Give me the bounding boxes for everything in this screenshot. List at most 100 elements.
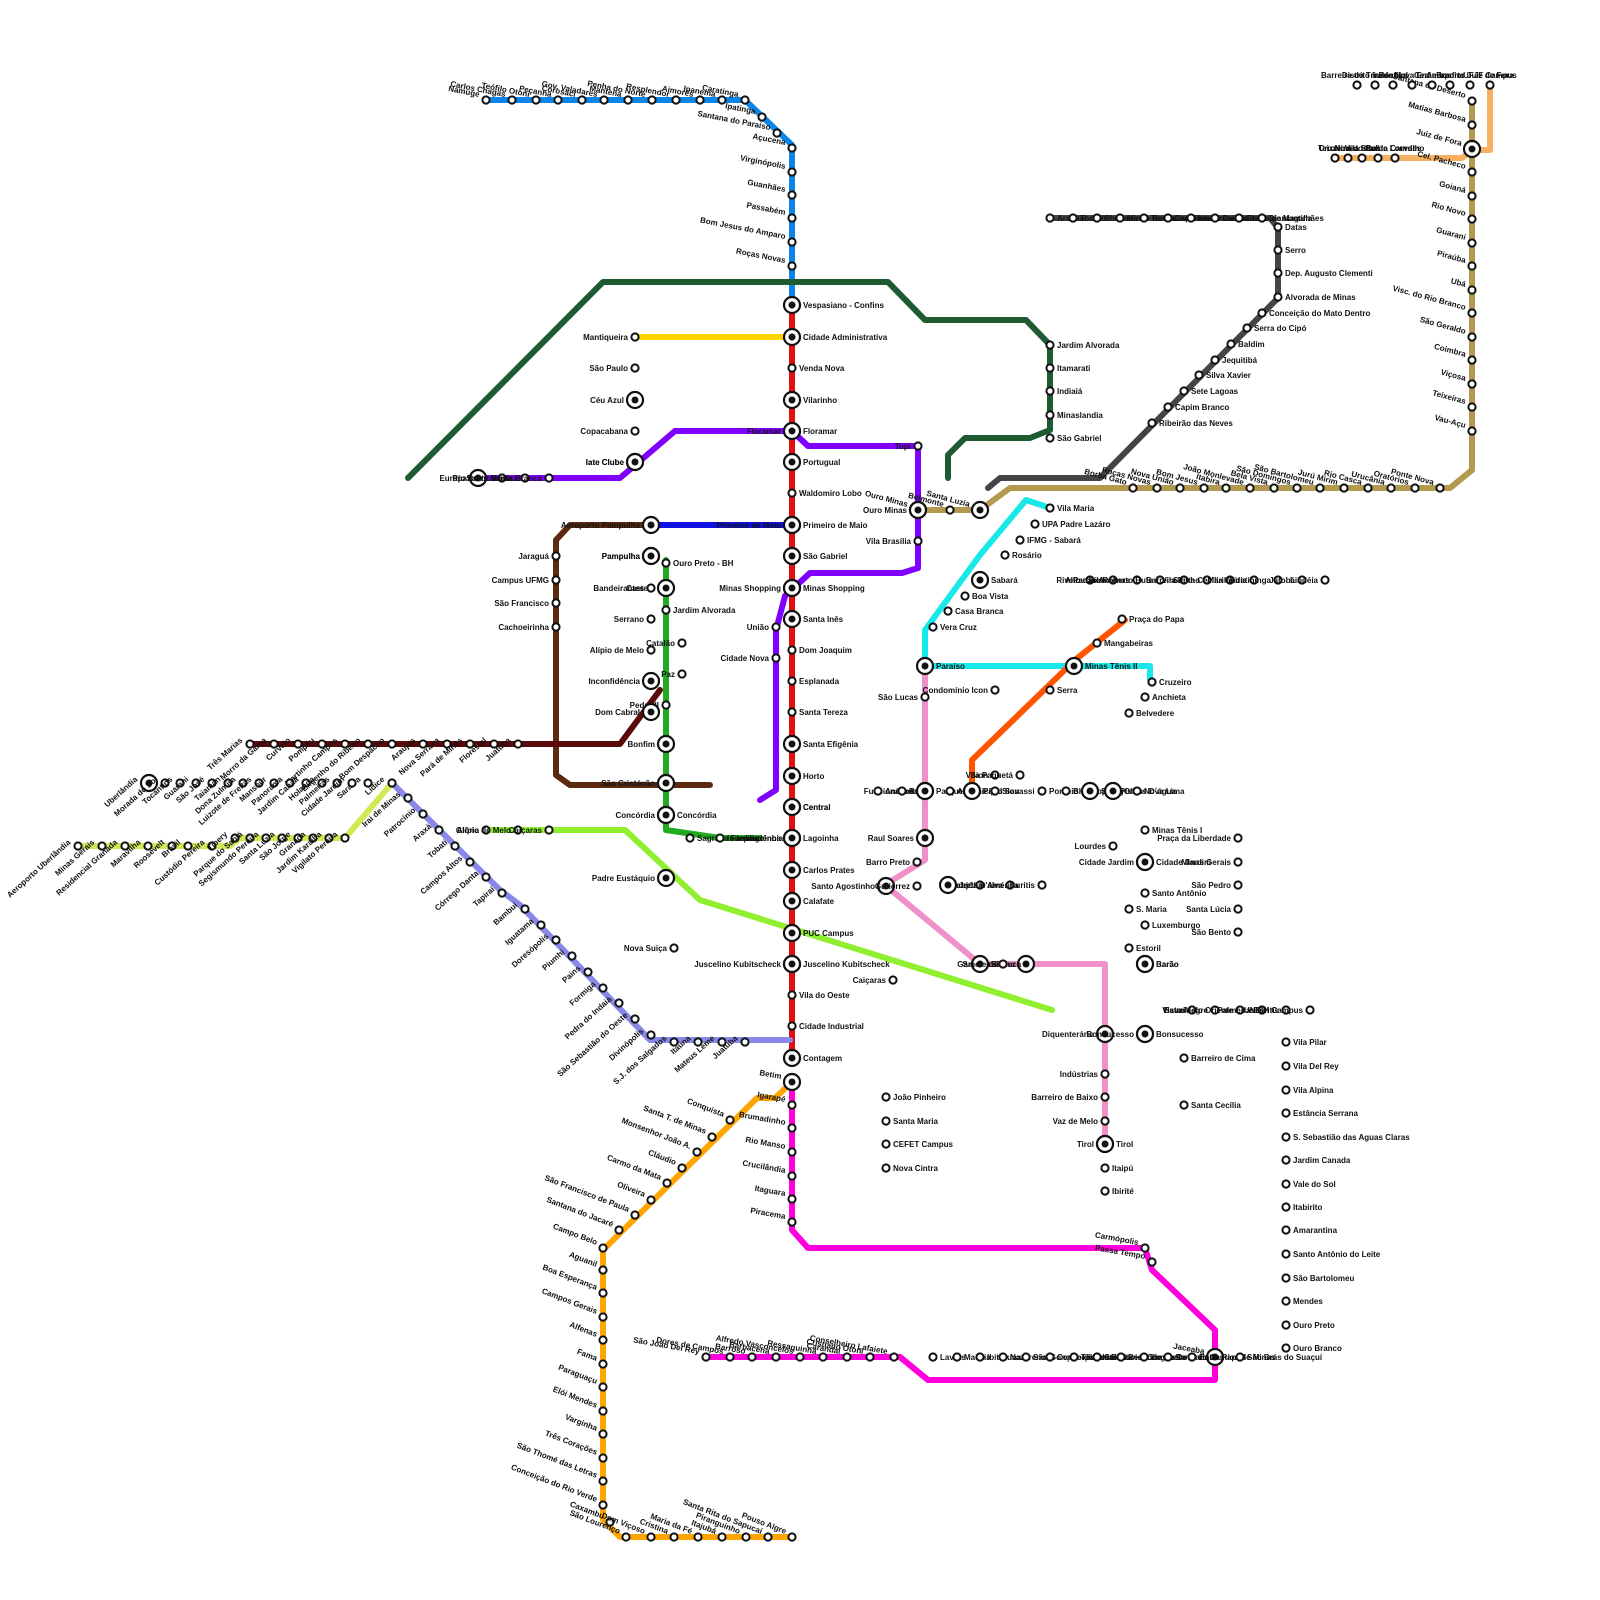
- station-esplanada[interactable]: Esplanada: [787, 676, 840, 686]
- station-c-u-azul[interactable]: Céu Azul: [590, 390, 645, 410]
- station-sabar-[interactable]: Sabará: [970, 570, 1018, 590]
- station-lagoa-dourada[interactable]: Lagoa Dourada: [1139, 1352, 1210, 1362]
- station-alto-das-antenas[interactable]: Alto das Antenas: [1065, 575, 1142, 585]
- station-santa-l-cia[interactable]: Santa Lúcia: [1186, 904, 1243, 914]
- station-s-o-francisco[interactable]: São Francisco: [494, 598, 561, 608]
- station-ro-as-novas[interactable]: Roças Novas: [735, 247, 797, 271]
- station-minas-shopping[interactable]: Minas Shopping: [719, 578, 802, 598]
- station-s-o-gabriel[interactable]: São Gabriel: [782, 546, 847, 566]
- station-itamarati[interactable]: Itamarati: [1045, 363, 1090, 373]
- station-cruzeiro-do-sul[interactable]: Cruzeiro do Sul: [1318, 144, 1378, 163]
- station-carlos-prates[interactable]: Carlos Prates: [782, 860, 855, 880]
- station-teixeiras[interactable]: Teixeiras: [1318, 144, 1353, 163]
- station-s-o-br-s-do-sua-u-[interactable]: São Brás do Suaçuí: [1235, 1352, 1323, 1362]
- station-jardim-am-rica[interactable]: Jardim América: [938, 875, 1019, 895]
- station-vila-bras-lia[interactable]: Vila Brasília: [866, 536, 923, 546]
- station-diquenter-rio[interactable]: Diquenterário: [1042, 1024, 1115, 1044]
- station-parque-roberto-bute[interactable]: Parque Roberto Bute: [1073, 575, 1165, 585]
- station-inconfid-ncia[interactable]: Inconfidência: [588, 671, 661, 691]
- station-itaip-[interactable]: Itaipú: [1100, 1163, 1133, 1173]
- station-tupi[interactable]: Tupi: [895, 441, 923, 451]
- station-vila-paquet-[interactable]: Vila Paquetá: [966, 770, 1025, 780]
- station-pedro-ii[interactable]: Pedro II: [630, 700, 671, 710]
- station-teixeiras[interactable]: Teixeiras: [1432, 388, 1477, 412]
- station-dom-joaquim[interactable]: Dom Joaquim: [787, 645, 852, 655]
- station-conquista[interactable]: Conquista: [686, 1096, 735, 1125]
- station-serrano[interactable]: Serrano: [614, 614, 656, 624]
- station-vila-do-oeste[interactable]: Vila do Oeste: [787, 990, 850, 1000]
- station-portugual[interactable]: Portugual: [782, 452, 840, 472]
- station-guanh-es[interactable]: Guanhães: [747, 178, 797, 200]
- station-rio-manso[interactable]: Rio Manso: [745, 1135, 797, 1157]
- station-matias-barbosa[interactable]: Matias Barbosa: [1407, 100, 1477, 130]
- station-serra[interactable]: Serra: [1045, 685, 1078, 695]
- station-cidade-administrativa[interactable]: Cidade Administrativa: [782, 327, 888, 347]
- station-betim[interactable]: Betim: [759, 1068, 802, 1092]
- station-mendes[interactable]: Mendes: [1281, 1296, 1323, 1306]
- station-santa-cec-lia[interactable]: Santa Cecília: [1173, 575, 1235, 585]
- station-floramar[interactable]: Floramar: [747, 421, 802, 441]
- station-nossa-sra-de-lourdes[interactable]: Nossa Sra. de Lourdes: [1335, 144, 1422, 163]
- station-para-so[interactable]: Paraíso: [915, 656, 965, 676]
- station-olhos-d-gua[interactable]: Olhos D´água: [1103, 781, 1177, 801]
- station-crucil-ndia[interactable]: Crucilândia: [742, 1159, 797, 1181]
- station-minas-t-nis-ii[interactable]: Minas Tênis II: [1064, 656, 1137, 676]
- station-cer-mica[interactable]: Cerâmica: [1414, 71, 1451, 90]
- station-datas[interactable]: Datas: [1273, 222, 1307, 232]
- station-central[interactable]: Central: [782, 797, 831, 817]
- station-anchieta[interactable]: Anchieta: [1140, 692, 1186, 702]
- station-nova-era[interactable]: Nova Era: [1395, 71, 1430, 90]
- station-aeroporto-pampulha[interactable]: Aeroporto Pampulha: [561, 515, 661, 535]
- station-diamantina[interactable]: Diamantina: [1257, 213, 1313, 223]
- station-s-o-bartolomeu[interactable]: São Bartolomeu: [1281, 1273, 1354, 1283]
- station-unibh-campus[interactable]: UNIBH Campus: [1244, 1005, 1315, 1015]
- station-nova-lima[interactable]: Nova Lima: [1132, 786, 1185, 796]
- station-brumadinho[interactable]: Brumadinho: [738, 1110, 797, 1133]
- station-vilarinho[interactable]: Vilarinho: [782, 390, 837, 410]
- station-chapada-do-norte[interactable]: Chapada do Norte: [1092, 213, 1173, 223]
- station-capim-branco[interactable]: Capim Branco: [1163, 402, 1229, 412]
- station-resende-costa[interactable]: Resende Costa: [1116, 1352, 1186, 1362]
- station-vista-alegre[interactable]: Vista Alegre: [1162, 1005, 1220, 1015]
- station-campo-belo[interactable]: Campo Belo: [552, 1222, 608, 1253]
- station-gl-ria[interactable]: Glória: [456, 825, 491, 835]
- station-est-ncia-serrana[interactable]: Estância Serrana: [1281, 1108, 1358, 1118]
- station-campos-gerais[interactable]: Campos Gerais: [540, 1286, 608, 1322]
- station-gutierrez[interactable]: Gutierrez: [875, 881, 922, 891]
- station-vespasiano-confins[interactable]: Vespasiano - Confins: [782, 295, 884, 315]
- station-riveira[interactable]: Riveira: [1056, 575, 1095, 585]
- station-vila-pilar[interactable]: Vila Pilar: [1281, 1037, 1327, 1047]
- station-barreiro[interactable]: Barreiro: [1146, 575, 1189, 585]
- station-ufjf-campus[interactable]: UFJF Campus: [1463, 71, 1517, 90]
- station-el-i-mendes[interactable]: Elói Mendes: [552, 1385, 608, 1416]
- station-s-o-crist-v-o[interactable]: São Cristóvão: [601, 773, 676, 793]
- station-s-o-bento[interactable]: São Bento: [1191, 927, 1243, 937]
- station-vale-do-sol[interactable]: Vale do Sol: [1281, 1179, 1336, 1189]
- station-alvorada-de-minas[interactable]: Alvorada de Minas: [1273, 292, 1356, 302]
- station-minas-t-nis-i[interactable]: Minas Tênis I: [1140, 825, 1202, 835]
- station-minaslandia[interactable]: Minaslandia: [1045, 410, 1103, 420]
- station-santa-maria[interactable]: Santa Maria: [881, 1116, 938, 1126]
- station-ros-rio[interactable]: Rosário: [1000, 550, 1042, 560]
- station-piratininga[interactable]: Piratininga: [1230, 575, 1283, 585]
- station-s-sebasti-o-das-aguas-claras[interactable]: S. Sebastião das Aguas Claras: [1281, 1132, 1410, 1142]
- station-s-o-paulo[interactable]: São Paulo: [589, 363, 640, 373]
- station-vila-maria[interactable]: Vila Maria: [1045, 503, 1095, 513]
- station-santana-do-para-so[interactable]: Santana do Paraíso: [697, 109, 782, 138]
- station-copacabana[interactable]: Copacabana: [580, 426, 640, 436]
- station-padre-eust-quio[interactable]: Padre Eustáquio: [592, 868, 676, 888]
- station-paragua-u[interactable]: Paraguaçu: [557, 1363, 608, 1392]
- station-couto-de-magalh-es[interactable]: Couto de Magalhães: [1234, 213, 1324, 223]
- station-cidade-industrial[interactable]: Cidade Industrial: [787, 1021, 864, 1031]
- station-bar-o[interactable]: Barão: [1135, 954, 1179, 974]
- station-cai-aras[interactable]: Caiçaras: [509, 825, 554, 835]
- station-barreiro-de-cima[interactable]: Barreiro de Cima: [1179, 1053, 1256, 1063]
- station-upa-padre-laz-ro[interactable]: UPA Padre Lazáro: [1030, 519, 1111, 529]
- station-cl-udio[interactable]: Cláudio: [647, 1148, 687, 1173]
- station-campus-ufmg[interactable]: Campus UFMG: [492, 575, 561, 585]
- station-cidade-jardim[interactable]: Cidade Jardim: [1135, 852, 1211, 872]
- station-hava-[interactable]: Havaí: [1164, 1005, 1197, 1015]
- station-concei-o-do-mato-dentro[interactable]: Conceição do Mato Dentro: [1257, 308, 1370, 318]
- station-santa-branca[interactable]: Santa Branca: [491, 473, 554, 483]
- station-ouro-branco[interactable]: Ouro Branco: [1281, 1343, 1342, 1353]
